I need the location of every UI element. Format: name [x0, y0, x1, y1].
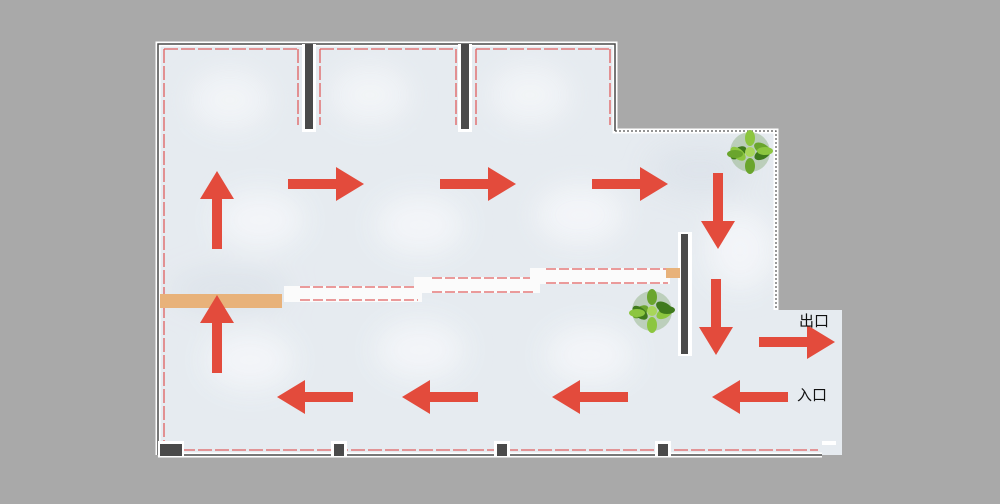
flow-arrow-icon [712, 380, 788, 414]
red-trim [163, 48, 818, 451]
flow-arrow-icon [200, 171, 234, 249]
flow-arrow-icon [759, 325, 835, 359]
flow-arrow-icon [592, 167, 668, 201]
floor-lighting [170, 65, 775, 390]
flow-arrow-icon [200, 295, 234, 373]
center-partition [160, 268, 680, 308]
outer-walls [155, 41, 836, 458]
floor-area [158, 44, 842, 455]
flow-arrow-icon [402, 380, 478, 414]
flow-arrows [200, 167, 835, 414]
plant-icon [629, 289, 675, 333]
flow-arrow-icon [699, 279, 733, 355]
plant-icon [727, 130, 773, 174]
flow-arrow-icon [277, 380, 353, 414]
exit-label: 出口 [799, 312, 830, 330]
flow-arrow-icon [701, 173, 735, 249]
entrance-label: 入口 [797, 386, 828, 404]
flow-arrow-icon [552, 380, 628, 414]
pillars [158, 44, 692, 457]
flow-arrow-icon [440, 167, 516, 201]
flow-arrow-icon [288, 167, 364, 201]
